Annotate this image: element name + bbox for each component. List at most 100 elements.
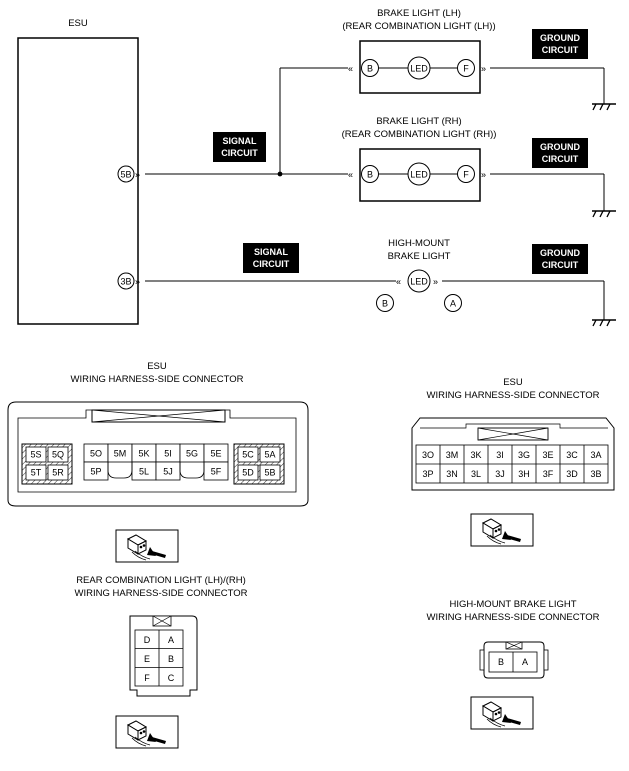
esu-pin-3b-circle [117, 272, 135, 290]
conn-esu-left-cell: 5G [186, 449, 198, 459]
conn-esu-left-cell: 5S [30, 450, 41, 460]
conn-esu-left-latch [91, 409, 226, 423]
conn-esu-right-latch [477, 427, 549, 441]
brake-rh-pin-f-circle [457, 165, 475, 183]
brake-lh-pin-f-circle [457, 59, 475, 77]
plug-icon-highmount [470, 696, 534, 730]
conn-highmount-cell: A [522, 657, 528, 667]
conn-esu-right-cell: 3M [446, 450, 459, 460]
conn-esu-left-cell: 5F [211, 467, 222, 477]
conn-esu-left-cell: 5L [139, 467, 149, 477]
high-mount-pin-a-circle [444, 294, 462, 312]
high-mount-led-circle [407, 269, 431, 293]
high-mount-title: HIGH-MOUNT [388, 238, 450, 249]
conn-esu-left-cell: 5R [52, 468, 64, 478]
brake-rh-pin-f: F [463, 170, 469, 180]
esu-pin-5b-terminal-icon: » [135, 170, 140, 180]
ground-circuit-tag-lh [532, 29, 588, 59]
plug-icon-esu-right [470, 513, 534, 547]
conn-rear-cell: B [168, 654, 174, 664]
conn-esu-right-cell: 3K [470, 450, 481, 460]
conn-esu-right-cell: 3N [446, 469, 458, 479]
conn-esu-left-cell: 5K [138, 449, 149, 459]
conn-esu-right-cell: 3L [471, 469, 481, 479]
esu-module-box [17, 37, 139, 325]
conn-highmount-subtitle: WIRING HARNESS-SIDE CONNECTOR [427, 612, 600, 623]
brake-lh-led-circle [407, 56, 431, 80]
conn-esu-right-cell: 3B [590, 469, 601, 479]
brake-rh-title: BRAKE LIGHT (RH) [376, 116, 461, 127]
conn-esu-right-cell: 3I [496, 450, 504, 460]
conn-esu-right-title: ESU [503, 377, 523, 388]
ground-circuit-tag-rh-line1: GROUND [540, 142, 580, 152]
ground-circuit-tag-hm-line1: GROUND [540, 248, 580, 258]
plug-icon-rear [115, 715, 179, 749]
brake-rh-led-label: LED [410, 170, 428, 180]
conn-highmount-cell: B [498, 657, 504, 667]
conn-esu-left-cell: 5P [90, 467, 101, 477]
conn-esu-left-cell: 5I [164, 449, 172, 459]
high-mount-right-terminal-icon: » [433, 277, 438, 287]
brake-lh-pin-f: F [463, 64, 469, 74]
brake-lh-pin-b: B [367, 64, 373, 74]
ground-symbol-hm [592, 319, 616, 327]
conn-esu-left-middle-grid [83, 443, 229, 481]
ground-circuit-tag-hm-line2: CIRCUIT [542, 260, 579, 270]
brake-rh-right-terminal-icon: » [481, 170, 486, 180]
conn-esu-left-cell: 5E [210, 449, 221, 459]
signal-circuit-tag-bottom-line2: CIRCUIT [253, 259, 290, 269]
ground-circuit-tag-hm [532, 244, 588, 274]
ground-circuit-tag-rh [532, 138, 588, 168]
high-mount-pin-a: A [450, 299, 456, 309]
ground-circuit-tag-lh-line1: GROUND [540, 33, 580, 43]
conn-esu-right-cell: 3H [518, 469, 530, 479]
conn-rear-cell: D [144, 635, 151, 645]
brake-rh-pin-b: B [367, 170, 373, 180]
ground-symbol-lh [592, 103, 616, 111]
conn-esu-right-cell: 3D [566, 469, 578, 479]
conn-rear-subtitle: WIRING HARNESS-SIDE CONNECTOR [75, 588, 248, 599]
signal-circuit-tag-top-line1: SIGNAL [222, 136, 257, 146]
conn-esu-left-title: ESU [147, 361, 167, 372]
conn-esu-right-cell: 3G [518, 450, 530, 460]
conn-esu-right-cell: 3A [590, 450, 601, 460]
brake-rh-left-terminal-icon: « [348, 170, 353, 180]
conn-esu-left-cell: 5Q [52, 450, 64, 460]
conn-esu-right-cell: 3O [422, 450, 434, 460]
conn-esu-left-cell: 5B [264, 468, 275, 478]
brake-lh-title: BRAKE LIGHT (LH) [377, 8, 461, 19]
brake-lh-pin-b-circle [361, 59, 379, 77]
conn-esu-right-subtitle: WIRING HARNESS-SIDE CONNECTOR [427, 390, 600, 401]
conn-esu-left-subtitle: WIRING HARNESS-SIDE CONNECTOR [71, 374, 244, 385]
conn-esu-left-cell: 5T [31, 468, 42, 478]
conn-esu-left-cell: 5D [242, 468, 254, 478]
ground-circuit-tag-lh-line2: CIRCUIT [542, 45, 579, 55]
conn-esu-right-cell: 3P [422, 469, 433, 479]
esu-pin-5b-circle [117, 165, 135, 183]
brake-rh-subtitle: (REAR COMBINATION LIGHT (RH)) [342, 129, 497, 140]
conn-rear-title: REAR COMBINATION LIGHT (LH)/(RH) [76, 575, 246, 586]
brake-lh-subtitle: (REAR COMBINATION LIGHT (LH)) [342, 21, 495, 32]
signal-circuit-tag-top-line2: CIRCUIT [221, 148, 258, 158]
signal-circuit-tag-bottom [243, 243, 299, 273]
esu-pin-3b-label: 3B [120, 277, 131, 287]
high-mount-pin-b-circle [376, 294, 394, 312]
plug-icon-esu-left [115, 529, 179, 563]
brake-rh-led-circle [407, 162, 431, 186]
brake-lh-led-label: LED [410, 64, 428, 74]
conn-rear-cell: E [144, 654, 150, 664]
ground-circuit-tag-rh-line2: CIRCUIT [542, 154, 579, 164]
signal-circuit-tag-bottom-line1: SIGNAL [254, 247, 289, 257]
high-mount-subtitle: BRAKE LIGHT [388, 251, 451, 262]
conn-esu-left-cell: 5C [242, 450, 254, 460]
conn-esu-right-cell: 3J [495, 469, 505, 479]
conn-esu-left-cell: 5A [264, 450, 275, 460]
conn-rear-cell: C [168, 673, 175, 683]
conn-esu-right-cell: 3C [566, 450, 578, 460]
esu-pin-3b-terminal-icon: » [135, 277, 140, 287]
high-mount-left-terminal-icon: « [396, 277, 401, 287]
conn-rear-cell: A [168, 635, 174, 645]
esu-pin-5b-label: 5B [120, 170, 131, 180]
brake-lh-right-terminal-icon: » [481, 64, 486, 74]
